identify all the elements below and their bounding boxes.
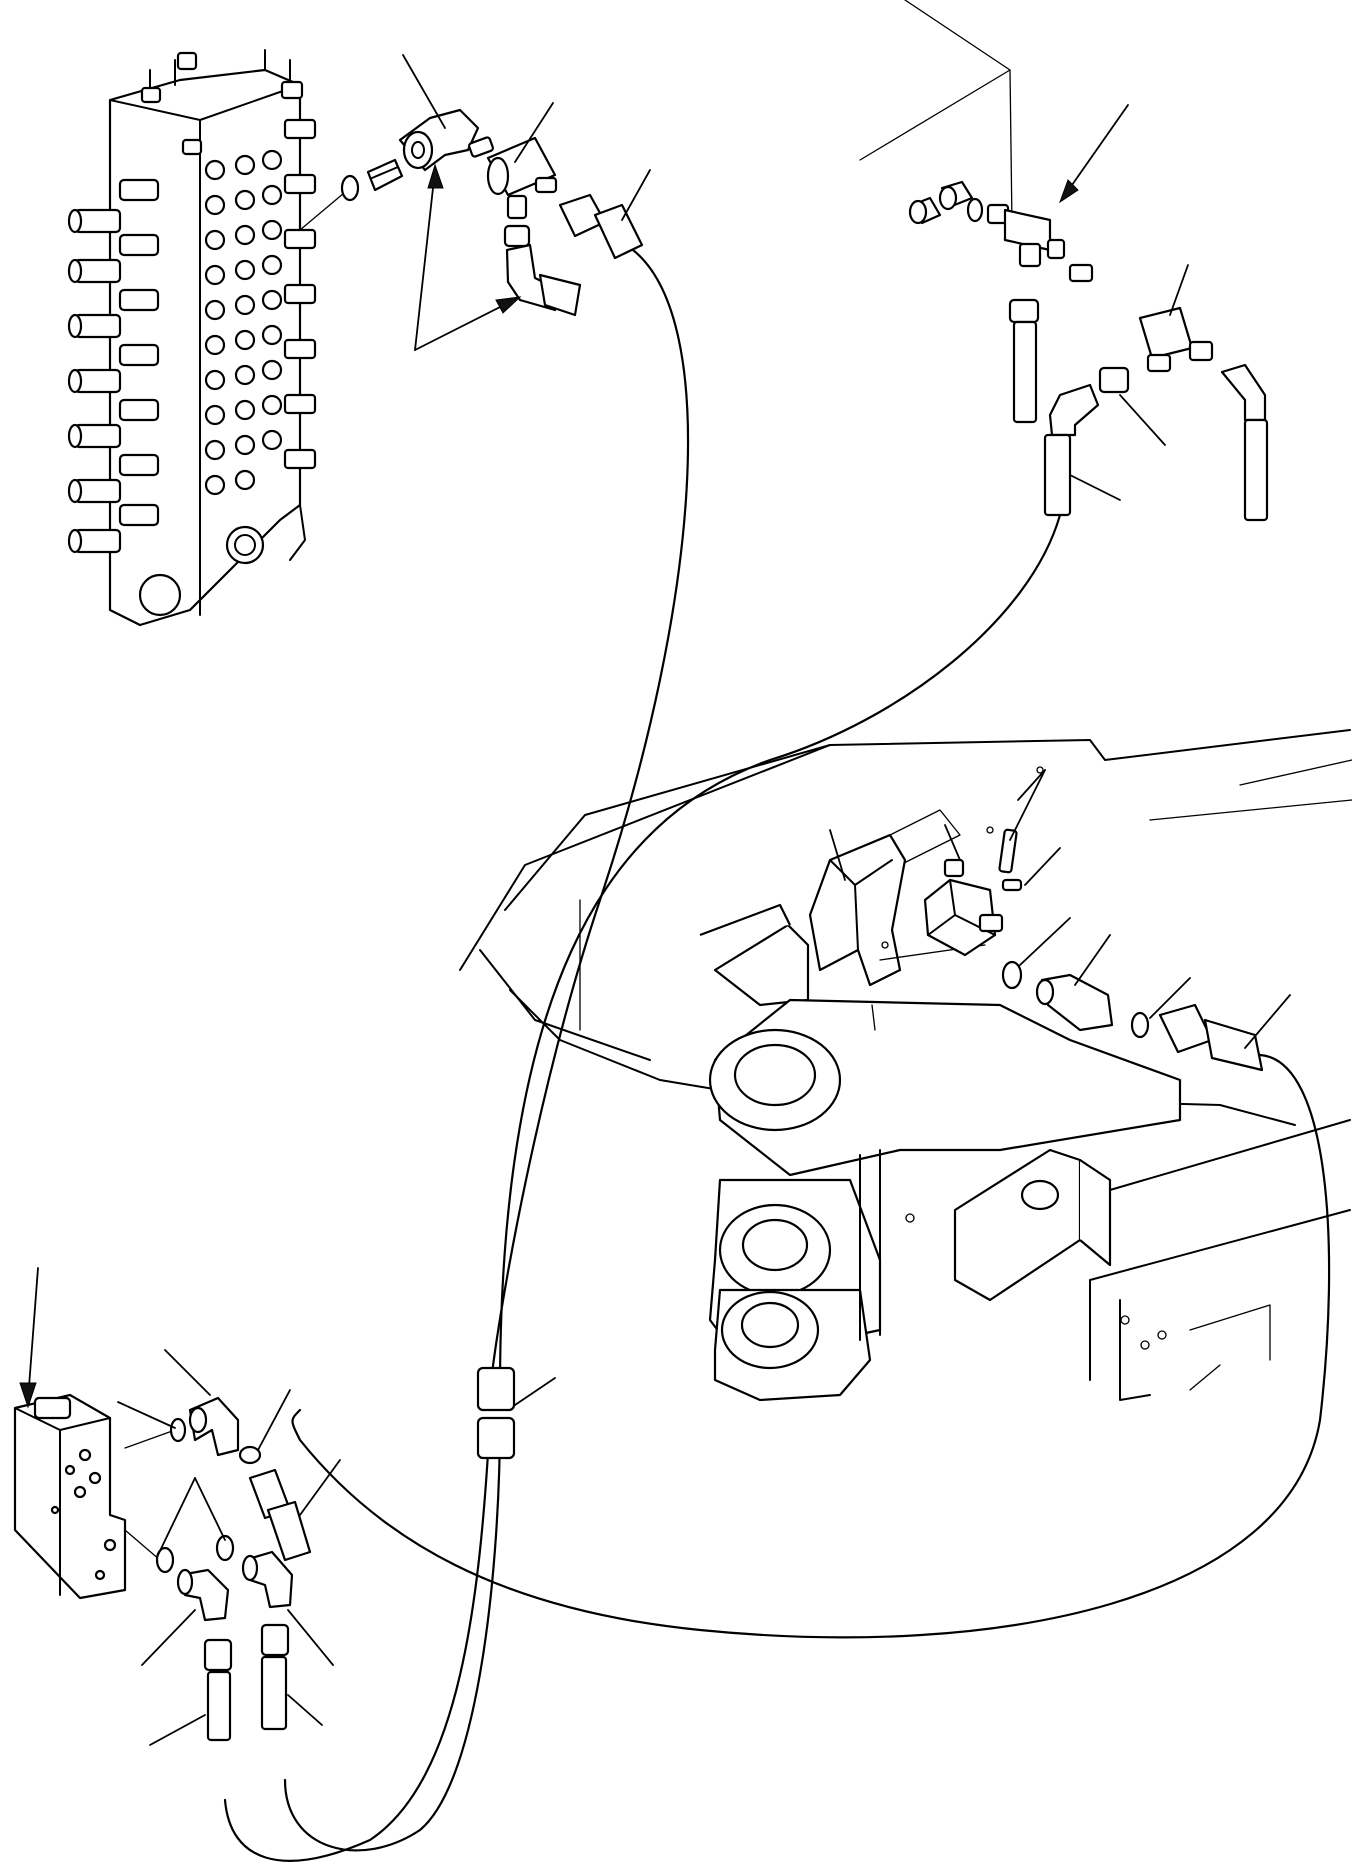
nut (503, 224, 531, 248)
o-ring (1130, 1011, 1150, 1039)
elbow-fitting (188, 1396, 240, 1457)
elbow-hose-end (505, 243, 582, 317)
spool-ports (67, 178, 160, 554)
solenoid-valve (923, 858, 1004, 957)
o-ring (155, 1546, 175, 1574)
hose (283, 513, 1062, 1852)
straight-fitting (1035, 973, 1114, 1032)
tee-fitting (986, 203, 1066, 268)
callout-arrows (19, 1267, 39, 1409)
o-ring (340, 174, 360, 202)
top-bolt (176, 51, 198, 71)
straight-fitting (1068, 263, 1094, 283)
hose (260, 1655, 288, 1731)
top-bolt (140, 86, 162, 104)
top-bolt (181, 138, 203, 156)
port-array (204, 149, 283, 496)
o-ring (169, 1417, 187, 1443)
tee-fitting (486, 136, 558, 220)
plug-cap (908, 180, 974, 225)
hose (1012, 320, 1038, 424)
o-ring (1001, 960, 1023, 990)
elbow-fitting (176, 1568, 230, 1622)
assembly-line (871, 1004, 876, 1031)
nut (1008, 298, 1040, 324)
hose-end-fitting (248, 1468, 312, 1562)
background-frame (859, 0, 1013, 226)
hose (291, 1053, 1331, 1639)
mounting-bracket (808, 833, 907, 987)
assembly-line (124, 1429, 176, 1449)
hose-end-fitting (1158, 1003, 1264, 1072)
hose (206, 1670, 232, 1742)
hose (1243, 418, 1269, 522)
nut (203, 1638, 233, 1672)
elbow-fitting (1220, 363, 1267, 422)
top-bolt (280, 80, 304, 100)
elbow-fitting (398, 108, 494, 172)
hose (1043, 433, 1072, 517)
hose-end-fitting (558, 193, 644, 260)
control-valve-block (67, 49, 317, 627)
elbow-fitting (241, 1550, 294, 1609)
leader-lines (829, 769, 1291, 1049)
callout-arrows (1059, 104, 1129, 204)
leader-lines (117, 1349, 341, 1746)
pilot-valve-block (13, 1393, 127, 1600)
tee-fitting (1138, 306, 1214, 373)
leader-lines (514, 1377, 556, 1406)
straight-fitting (366, 158, 404, 192)
frame-structure (459, 729, 1352, 1402)
leader-lines (1069, 264, 1189, 501)
assembly-line (124, 1529, 161, 1561)
straight-fitting (1098, 366, 1130, 394)
elbow-fitting (1048, 383, 1100, 437)
hose-clamp-sleeve (476, 1366, 516, 1460)
o-ring (215, 1534, 235, 1562)
hose (223, 248, 690, 1862)
nut (260, 1623, 290, 1657)
side-plugs (283, 118, 317, 470)
o-ring (238, 1445, 262, 1465)
leader-lines (402, 54, 651, 221)
o-ring (966, 197, 984, 223)
bolt (998, 828, 1023, 892)
assembly-line (299, 187, 351, 231)
callout-arrows (414, 163, 522, 351)
